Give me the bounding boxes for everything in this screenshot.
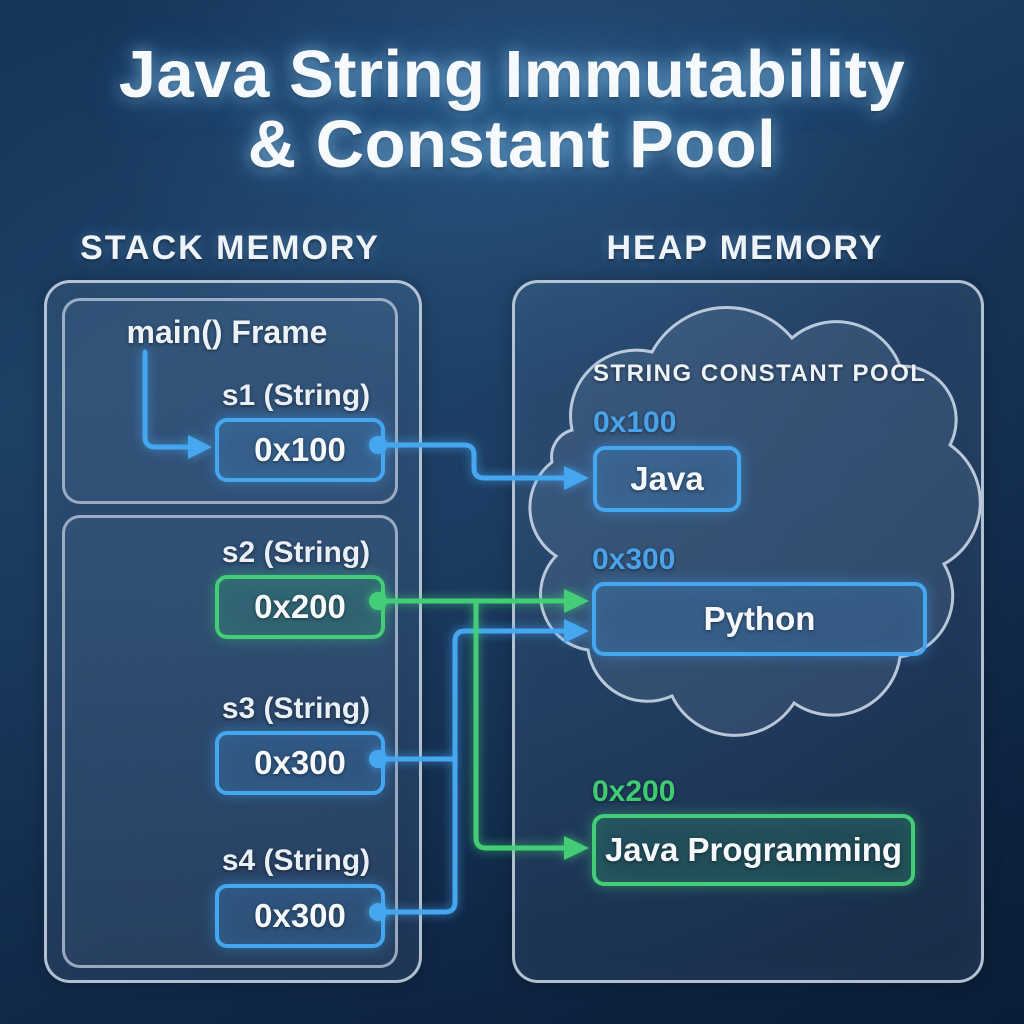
object-java-box: Java — [593, 446, 741, 512]
var-s3-label: s3 (String) — [221, 692, 371, 725]
var-s3-value: 0x300 — [254, 744, 346, 781]
var-s4-value-box: 0x300 — [215, 884, 385, 948]
var-s3-value-box: 0x300 — [215, 731, 385, 795]
object-python-address: 0x300 — [592, 543, 676, 576]
stack-memory-panel — [44, 280, 422, 983]
object-python-value: Python — [703, 600, 816, 637]
page-title-line1: Java String Immutability — [118, 37, 906, 112]
main-frame-title: main() Frame — [126, 314, 328, 350]
main-frame-box — [62, 298, 398, 504]
page-title-line2: & Constant Pool — [247, 107, 777, 182]
stack-frame2-box — [62, 515, 398, 968]
var-s4-label: s4 (String) — [221, 844, 371, 877]
var-s2-value: 0x200 — [254, 588, 346, 625]
var-s1-label: s1 (String) — [221, 379, 371, 412]
object-java-address: 0x100 — [593, 406, 677, 439]
stack-memory-heading: STACK MEMORY — [80, 229, 380, 267]
constant-pool-title: STRING CONSTANT POOL — [593, 360, 927, 387]
object-java-value: Java — [630, 460, 704, 497]
heap-memory-heading: HEAP MEMORY — [606, 229, 884, 267]
page-title: Java String Immutability & Constant Pool — [0, 40, 1024, 180]
var-s1-value-box: 0x100 — [215, 418, 385, 482]
object-javaprogramming-box: Java Programming — [592, 814, 915, 886]
var-s2-value-box: 0x200 — [215, 575, 385, 639]
object-javaprogramming-value: Java Programming — [604, 831, 903, 868]
var-s2-label: s2 (String) — [221, 536, 371, 569]
var-s4-value: 0x300 — [254, 897, 346, 934]
object-python-box: Python — [592, 582, 927, 656]
var-s1-value: 0x100 — [254, 431, 346, 468]
object-javaprogramming-address: 0x200 — [592, 775, 676, 808]
